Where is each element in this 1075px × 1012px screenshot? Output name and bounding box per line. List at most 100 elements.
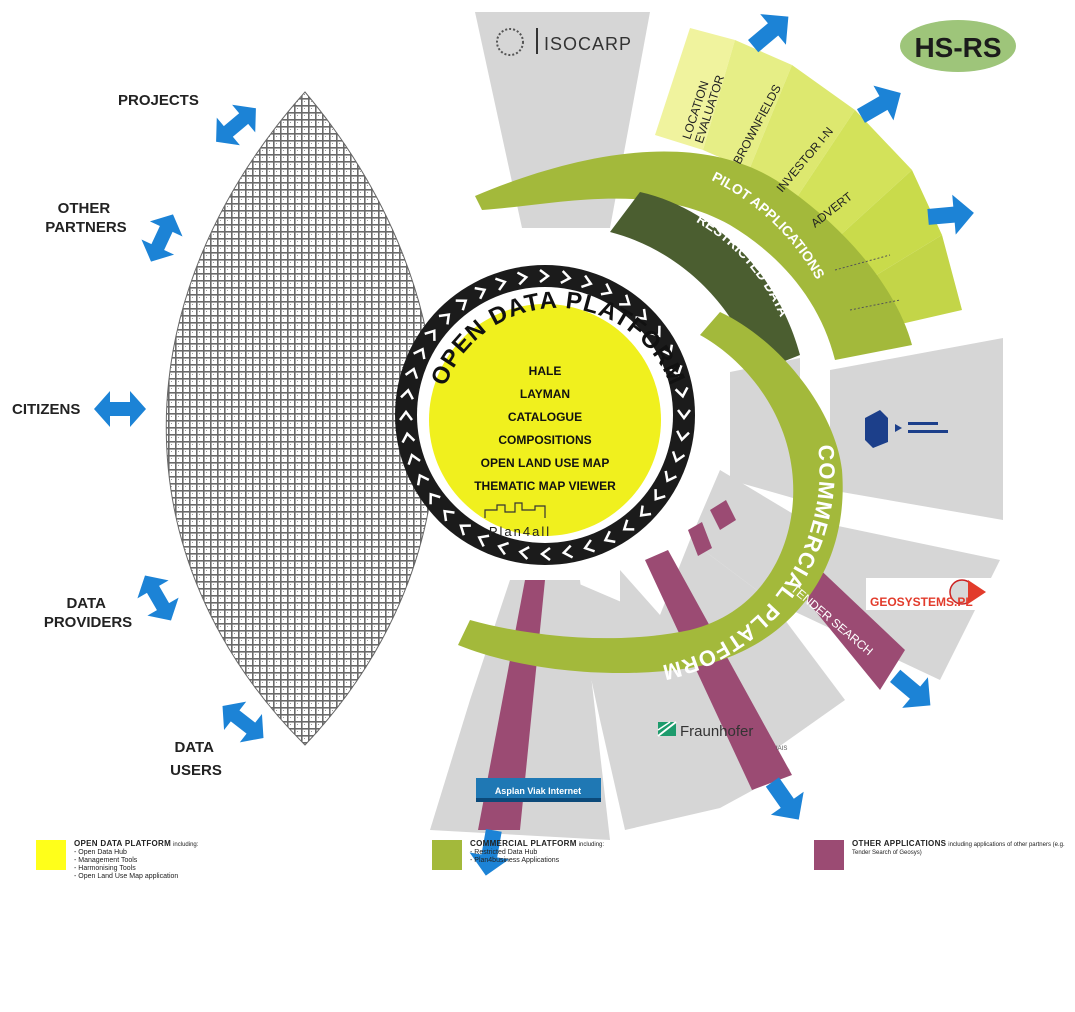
legend-suffix: including applications of other partners…: [852, 842, 1065, 856]
svg-text:Plan4all: Plan4all: [489, 524, 551, 539]
core-item: COMPOSITIONS: [498, 433, 591, 447]
chevron-mark: [429, 492, 441, 505]
legend-item-line: - Plan4business Applications: [470, 857, 560, 864]
chevron-mark: [677, 409, 691, 421]
chevron-mark: [583, 539, 596, 553]
chevron-mark: [413, 347, 426, 360]
chevron-mark: [404, 367, 419, 380]
chevron-mark: [639, 505, 652, 517]
label-citizens: CITIZENS: [12, 401, 80, 418]
pilot-sector-3: [749, 65, 855, 200]
chevron-mark: [443, 509, 455, 522]
chevron-mark: [580, 274, 593, 289]
chevron-mark: [416, 473, 430, 486]
pilot-app-placeholder-line: [849, 299, 901, 311]
svg-text:GEOSYSTEMS.PL: GEOSYSTEMS.PL: [870, 595, 973, 609]
chevron-mark: [664, 470, 677, 483]
chevron-mark: [654, 489, 666, 501]
open-data-core: [429, 304, 661, 536]
arrow-out-bottom-2: [765, 777, 804, 820]
chevron-mark: [560, 270, 572, 284]
chevron-mark: [459, 524, 471, 536]
chevron-mark: [438, 313, 451, 325]
legend-title: COMMERCIAL PLATFORM: [470, 839, 577, 848]
legend-suffix: including:: [578, 842, 605, 848]
fraunhofer-logo: Fraunhofer IAIS: [657, 721, 787, 752]
label-other-partners: OTHER PARTNERS: [45, 200, 126, 236]
chevron-mark: [474, 286, 487, 300]
pilot-applications-band: [475, 151, 912, 360]
arrow-out-top-3: [927, 194, 974, 235]
legend-item-line: - Open Land Use Map application: [74, 873, 179, 880]
svg-text:HS-RS: HS-RS: [914, 32, 1001, 63]
pilot-sector-2: [703, 40, 792, 170]
arrow-projects: [216, 104, 256, 146]
core-item: CATALOGUE: [508, 410, 582, 424]
chevron-mark: [600, 283, 613, 296]
pilot-app-placeholder-line: [834, 254, 891, 271]
side-labels: PROJECTS OTHER PARTNERS CITIZENS DATA PR…: [12, 92, 222, 779]
chevron-mark: [635, 308, 647, 321]
sector-tender: [690, 470, 800, 600]
chevron-mark: [674, 386, 689, 399]
isocarp-logo: ISOCARP: [496, 28, 632, 56]
chevron-mark: [660, 344, 674, 357]
svg-text:IAIS: IAIS: [776, 746, 787, 752]
legend-swatch-green: [432, 840, 462, 870]
arrow-out-top-2: [856, 85, 901, 123]
arrow-out-bottom-3: [469, 828, 510, 876]
core-item: THEMATIC MAP VIEWER: [474, 479, 616, 493]
chevron-mark: [561, 544, 574, 559]
legend: OPEN DATA PLATFORM including: - Open Dat…: [0, 840, 1075, 900]
chevron-mark: [671, 450, 686, 463]
sector-lower-1: [650, 540, 845, 760]
chevron-mark: [494, 277, 507, 291]
chevron-mark: [407, 453, 421, 466]
chevron-mark: [497, 541, 510, 556]
chevron-mark: [401, 431, 416, 444]
legend-title: OPEN DATA PLATFORM: [74, 839, 172, 848]
legend-item-line: - Open Data Hub: [74, 849, 127, 856]
purple-bar-mid-1: [688, 522, 712, 556]
chevron-mark: [518, 546, 530, 560]
chevron-mark: [477, 534, 490, 547]
commercial-platform-band: [458, 312, 843, 674]
legend-suffix: including:: [173, 842, 199, 848]
arrow-data-providers: [137, 575, 179, 621]
legend-other-apps: OTHER APPLICATIONS including application…: [814, 840, 1072, 870]
svg-text:Fraunhofer: Fraunhofer: [680, 723, 753, 740]
stakeholder-grid-lens: [165, 91, 437, 746]
svg-text:ISOCARP: ISOCARP: [544, 34, 632, 54]
purple-bar-fraunhofer: [645, 550, 792, 790]
arrow-out-top-1: [748, 14, 789, 53]
chevron-mark: [649, 325, 661, 338]
chevron-mark: [400, 388, 414, 400]
restricted-data-band: [610, 192, 800, 372]
core-item: HALE: [529, 364, 562, 378]
chevron-mark: [455, 299, 468, 311]
chevron-mark: [539, 547, 551, 561]
chevron-mark: [516, 271, 529, 286]
arrow-citizens: [94, 391, 146, 427]
core-item: OPEN LAND USE MAP: [481, 456, 610, 470]
svg-text:Asplan Viak Internet: Asplan Viak Internet: [495, 786, 581, 796]
geosystems-logo: GEOSYSTEMS.PL: [866, 578, 998, 610]
label-projects: PROJECTS: [118, 92, 199, 109]
chevron-mark: [424, 329, 436, 341]
legend-swatch-purple: [814, 840, 844, 870]
legend-item-line: - Restricted Data Hub: [470, 849, 538, 856]
label-data-users: DATA USERS: [170, 739, 222, 779]
core-item-list: HALE LAYMAN CATALOGUE COMPOSITIONS OPEN …: [474, 364, 616, 493]
plan4all-logo: Plan4all: [484, 502, 551, 539]
legend-open-data: OPEN DATA PLATFORM including: - Open Dat…: [36, 840, 198, 881]
chevron-mark: [619, 294, 631, 306]
arrow-group: [94, 14, 974, 876]
legend-item-line: - Harmonising Tools: [74, 865, 136, 872]
legend-title: OTHER APPLICATIONS: [852, 839, 947, 848]
chevron-mark: [399, 409, 413, 421]
arrow-out-bottom-1: [890, 669, 931, 708]
core-item: LAYMAN: [520, 387, 570, 401]
chevron-mark: [603, 530, 616, 544]
hs-rs-logo: HS-RS: [900, 20, 1016, 72]
